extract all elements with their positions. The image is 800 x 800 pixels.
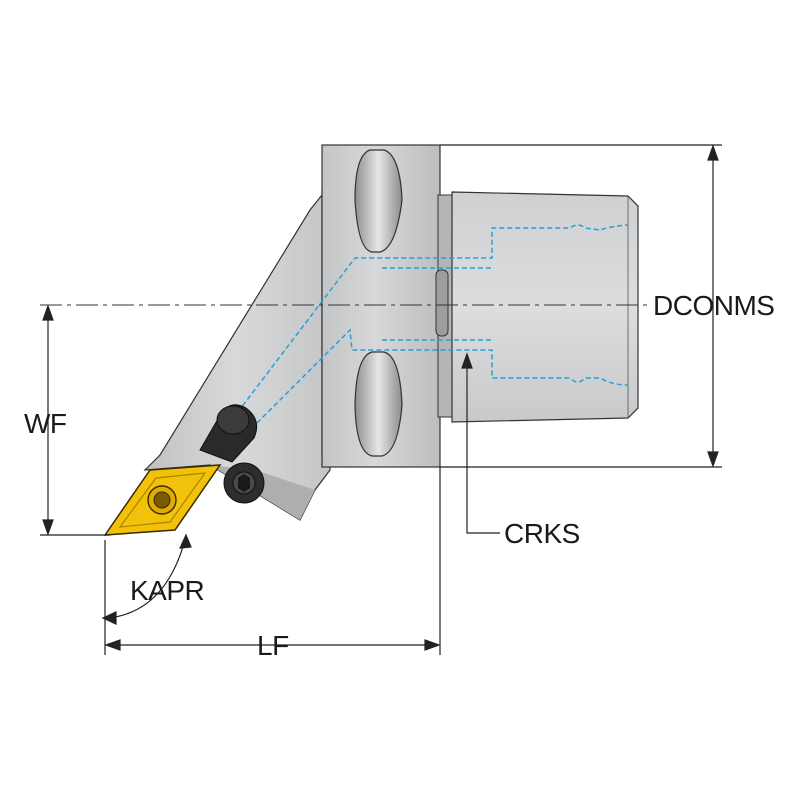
- dimension-lines: [40, 144, 722, 655]
- center-key: [435, 269, 449, 337]
- label-kapr: KAPR: [130, 575, 204, 606]
- cutting-insert: [103, 464, 222, 536]
- drive-slot-top: [354, 149, 403, 253]
- coolant-channels: [227, 224, 629, 441]
- kapr-arc: [101, 533, 192, 625]
- label-crks: CRKS: [504, 518, 580, 549]
- coolant-channel-mid: [382, 267, 492, 341]
- coolant-channel-lower: [239, 328, 629, 441]
- label-wf: WF: [24, 408, 67, 439]
- shank: [451, 191, 639, 423]
- insert-chipbreaker: [118, 472, 207, 528]
- label-dconms: DCONMS: [653, 290, 774, 321]
- tool-body: [143, 144, 639, 521]
- label-lf: LF: [257, 630, 289, 661]
- clamp-assembly: [199, 404, 265, 504]
- drive-slot-bottom: [354, 351, 403, 457]
